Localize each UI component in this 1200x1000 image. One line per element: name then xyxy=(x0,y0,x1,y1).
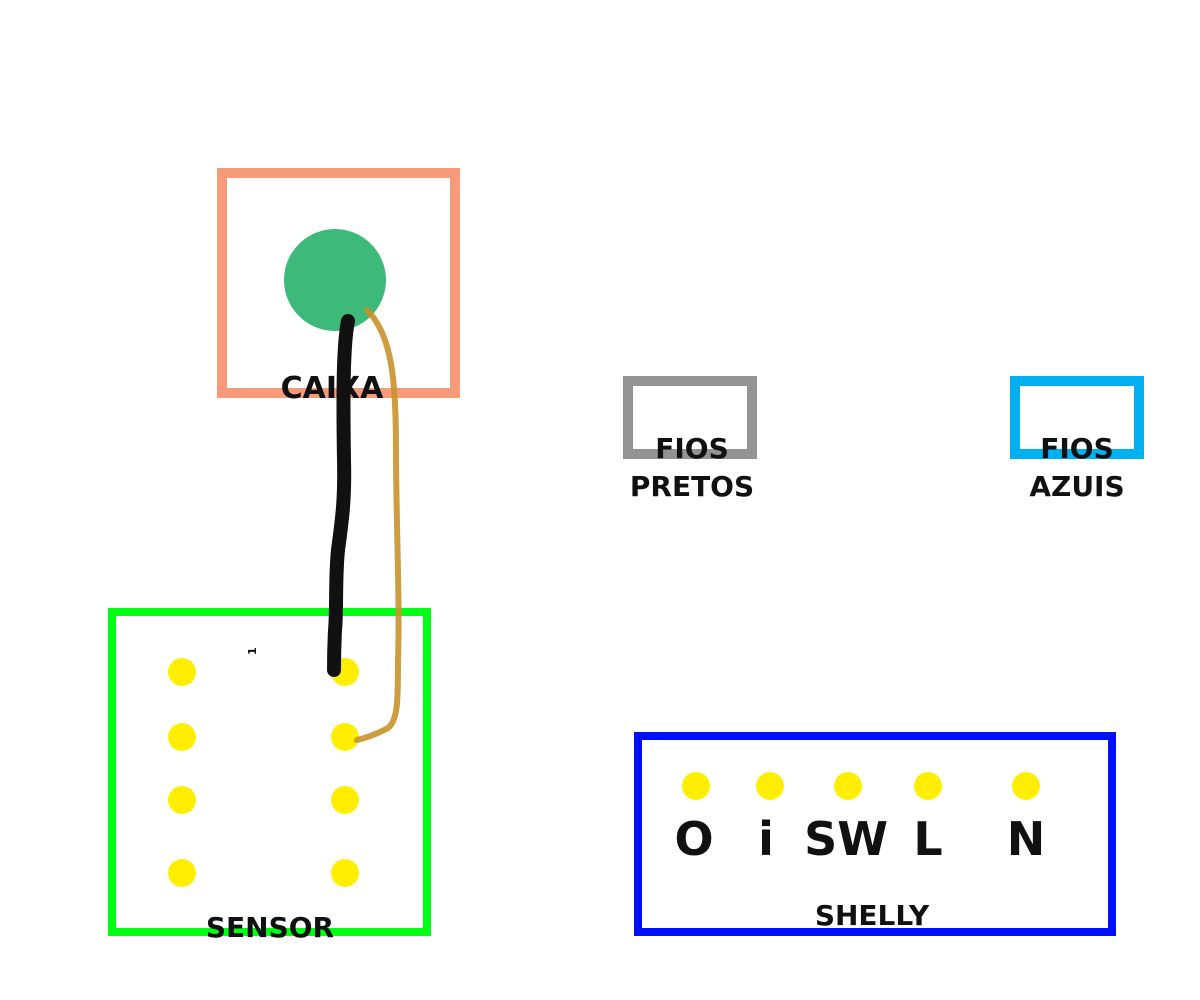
sensor-pin xyxy=(168,723,196,751)
fios-pretos-box xyxy=(623,376,757,459)
shelly-terminal-pin-l xyxy=(914,772,942,800)
gold-wire xyxy=(354,307,402,743)
sensor-label: SENSOR xyxy=(206,911,334,944)
sensor-pin xyxy=(331,786,359,814)
caixa-label: CAIXA xyxy=(281,371,385,406)
sensor-pin xyxy=(168,786,196,814)
shelly-terminals xyxy=(682,772,1040,800)
fios-pretos-label-line1: FIOS xyxy=(655,432,729,465)
shelly-terminal-pin-sw xyxy=(834,772,862,800)
shelly-terminal-label-n: N xyxy=(1007,812,1046,866)
fios-azuis-box xyxy=(1010,376,1144,459)
black-wire xyxy=(327,314,355,677)
shelly-terminal-pin-n xyxy=(1012,772,1040,800)
sensor-box xyxy=(108,608,431,936)
sensor-pin xyxy=(331,859,359,887)
caixa-button xyxy=(284,229,386,331)
shelly-box xyxy=(634,732,1116,936)
sensor-pin-marker: 1 xyxy=(246,647,259,655)
shelly-terminal-pin-i xyxy=(756,772,784,800)
shelly-terminal-pin-o xyxy=(682,772,710,800)
fios-pretos-label-line2: PRETOS xyxy=(630,470,754,503)
fios-azuis-label-line2: AZUIS xyxy=(1029,470,1124,503)
shelly-terminal-label-sw: SW xyxy=(804,812,888,866)
fios-azuis-label-line1: FIOS xyxy=(1040,432,1114,465)
shelly-terminal-label-l: L xyxy=(913,812,942,866)
sensor-pin xyxy=(168,859,196,887)
shelly-label: SHELLY xyxy=(815,899,930,932)
sensor-pin xyxy=(331,723,359,751)
sensor-pin xyxy=(168,658,196,686)
shelly-terminal-label-o: O xyxy=(674,812,713,866)
sensor-pins xyxy=(168,658,359,887)
shelly-terminal-label-i: i xyxy=(758,812,774,866)
